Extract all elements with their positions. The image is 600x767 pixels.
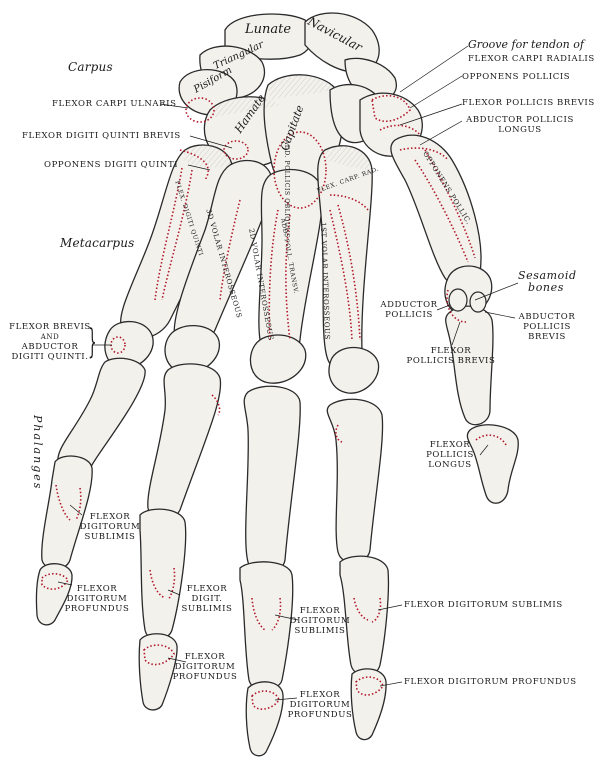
flexor-pollicis-longus-label: Flexor pollicis longus xyxy=(426,440,474,470)
metacarpus-label: Metacarpus xyxy=(60,236,135,250)
proximal-phalanges xyxy=(57,265,519,574)
fds-little-label: Flexor digitorum sublimis xyxy=(79,512,141,542)
navicular-bone xyxy=(304,12,380,73)
metacarpal-bones xyxy=(120,134,482,372)
abductor-pollicis-brevis-label: Abductor pollicis brevis xyxy=(518,312,576,342)
ring-fdp-attachment xyxy=(143,644,175,666)
flexor-brevis-abductor-label: Flexor brevis and Abductor digiti quinti… xyxy=(9,322,91,362)
add-transv-attachment xyxy=(329,194,369,211)
ring-pip-attachment xyxy=(211,394,221,416)
leader-lines xyxy=(57,45,519,701)
index-middle-phalanx xyxy=(339,555,390,677)
fdqb-attachment xyxy=(223,140,249,160)
odq-attachment xyxy=(179,149,209,181)
opp-pollicis-attachment xyxy=(379,124,421,136)
ring-middle-phalanx xyxy=(139,508,187,641)
flexor-digiti-quinti-brevis-label: Flexor digiti quinti brevis xyxy=(22,131,181,141)
index-distal-phalanx xyxy=(350,668,387,741)
fdp-index-label: Flexor digitorum profundus xyxy=(404,677,577,687)
middle-metacarpal-head xyxy=(249,334,307,384)
fdp-little-label: Flexor digitorum profundus xyxy=(64,584,130,614)
lunate-label: Lunate xyxy=(245,22,292,37)
little-distal-phalanx xyxy=(35,563,73,626)
middle-proximal-phalanx xyxy=(243,385,301,574)
groove-tendon-line2: Flexor carpi radialis xyxy=(468,54,595,64)
ring-distal-phalanx xyxy=(138,633,178,711)
little-metacarpal-head xyxy=(104,320,154,369)
muscle-attachments xyxy=(41,94,507,710)
adductor-pollicis-label: Adductor pollicis xyxy=(380,300,438,320)
sesamoid-bones-label: Sesamoid bones xyxy=(518,269,577,294)
little-fds-attachment xyxy=(55,484,82,521)
ring-metacarpal-head xyxy=(164,324,221,374)
index-fds-attachment xyxy=(353,597,382,623)
fdq-attachment xyxy=(154,167,193,301)
apl-attachment xyxy=(399,147,449,161)
ring-proximal-phalanx xyxy=(147,363,222,521)
index-metacarpal-head xyxy=(328,346,380,394)
flexor-pollicis-brevis-low-label: Flexor pollicis brevis xyxy=(406,346,496,366)
bone-shading xyxy=(183,74,372,170)
first-vi-attachment xyxy=(329,204,361,341)
little-middle-phalanx xyxy=(41,455,93,570)
thumb-proximal-phalanx xyxy=(445,305,494,426)
sesamoid-attachment xyxy=(446,289,467,323)
fpb-top-attachment xyxy=(371,94,411,122)
middle-middle-phalanx xyxy=(239,561,294,691)
middle-fds-attachment xyxy=(251,597,282,631)
fdp-ring-label: Flexor digitorum profundus xyxy=(172,652,238,682)
little-fdp-attachment xyxy=(41,572,69,590)
index-proximal-phalanx xyxy=(326,398,384,564)
fds-ring-label: Flexor digit. sublimis xyxy=(181,584,233,614)
fds-middle-label: Flexor digitorum sublimis xyxy=(289,606,351,636)
distal-phalanges xyxy=(35,455,390,757)
first-metacarpal xyxy=(390,134,482,288)
second-vi-attachment xyxy=(268,209,291,341)
flexor-carpi-ulnaris-label: Flexor carpi ulnaris xyxy=(52,99,177,109)
flexor-pollicis-brevis-top-label: Flexor pollicis brevis xyxy=(462,98,595,108)
fds-index-label: Flexor digitorum sublimis xyxy=(404,600,563,610)
sesamoid-bone-1 xyxy=(448,288,468,312)
fcu-attachment xyxy=(185,97,215,123)
brace: } xyxy=(88,322,97,362)
ring-fds-attachment xyxy=(149,567,176,601)
opponens-digiti-quinti-label: Opponens digiti quinti xyxy=(44,160,179,170)
abductor-pollicis-longus-label: Abductor pollicis longus xyxy=(466,115,574,135)
thumb-distal-phalanx xyxy=(466,424,519,504)
phalanges-label: Phalanges xyxy=(31,415,44,491)
middle-distal-phalanx xyxy=(245,681,284,757)
sesamoid-bone-2 xyxy=(469,291,487,313)
fdp-middle-label: Flexor digitorum profundus xyxy=(287,690,353,720)
groove-tendon-line1: Groove for tendon of xyxy=(468,38,584,51)
opponens-pollicis-label: Opponens pollicis xyxy=(462,72,571,82)
add-obliquus-attachment xyxy=(273,131,327,209)
opp-pollic-attachment xyxy=(414,149,476,263)
carpus-label: Carpus xyxy=(68,60,113,74)
